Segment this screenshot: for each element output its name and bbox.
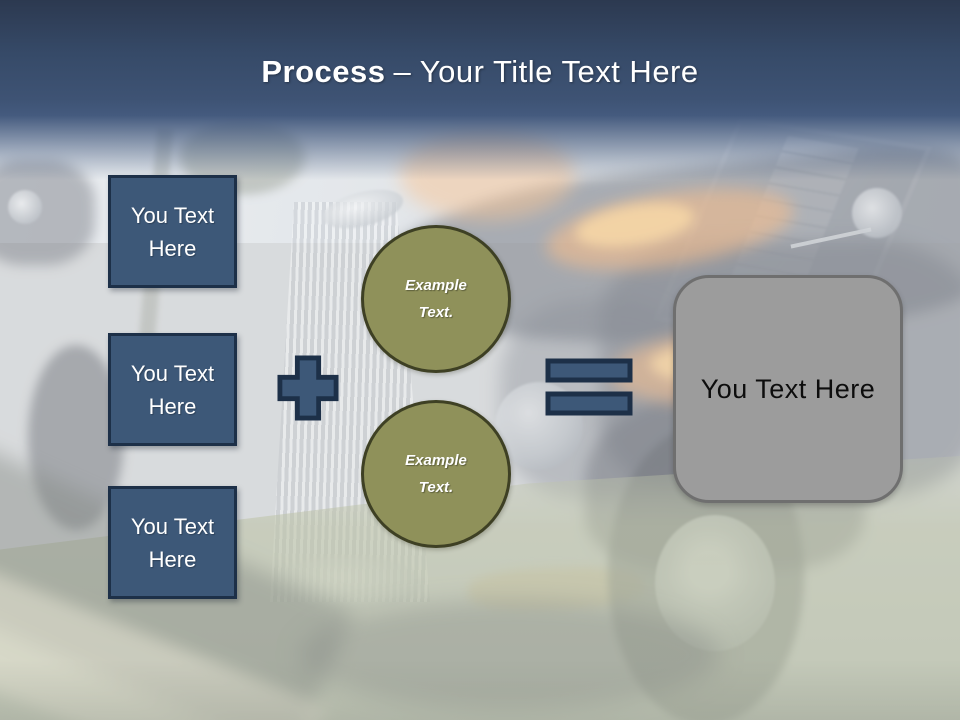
plus-icon[interactable] bbox=[277, 355, 339, 421]
input-box-3[interactable]: You Text Here bbox=[108, 486, 237, 599]
bottom-vignette bbox=[0, 660, 960, 720]
distant-headlight bbox=[8, 190, 42, 224]
example-circle-2[interactable]: Example Text. bbox=[361, 400, 511, 548]
example-circle-2-label: Example Text. bbox=[405, 452, 467, 496]
result-box-label: You Text Here bbox=[700, 373, 876, 404]
car-shadow bbox=[300, 600, 720, 710]
input-box-1-label: You Text Here bbox=[130, 202, 215, 261]
equals-icon[interactable] bbox=[545, 358, 633, 416]
side-mirror bbox=[852, 188, 902, 238]
result-box[interactable]: You Text Here bbox=[673, 275, 903, 503]
input-box-3-label: You Text Here bbox=[130, 513, 215, 572]
title-keyword: Process bbox=[261, 54, 386, 89]
input-box-1[interactable]: You Text Here bbox=[108, 175, 237, 288]
example-circle-1[interactable]: Example Text. bbox=[361, 225, 511, 373]
title-subtitle: – Your Title Text Here bbox=[393, 54, 699, 89]
input-box-2-label: You Text Here bbox=[130, 360, 215, 419]
slide-title[interactable]: Process– Your Title Text Here bbox=[0, 54, 960, 90]
title-band bbox=[0, 0, 960, 180]
example-circle-1-label: Example Text. bbox=[405, 277, 467, 321]
input-box-2[interactable]: You Text Here bbox=[108, 333, 237, 446]
